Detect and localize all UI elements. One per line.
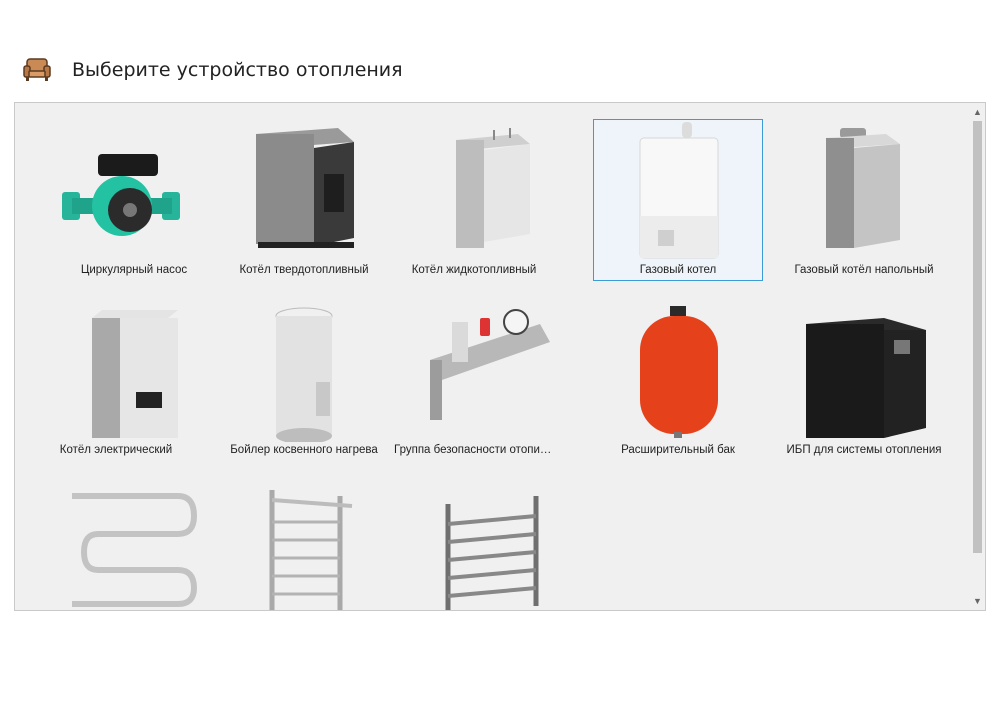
device-tile-serpentine-towel-rail[interactable] [49, 479, 219, 610]
device-tile-ups[interactable]: ИБП для системы отопления [779, 299, 949, 461]
device-label: ИБП для системы отопления [786, 444, 942, 456]
electric-boiler-icon [92, 310, 178, 438]
water-heater-icon [275, 307, 333, 442]
device-label: Газовый котёл напольный [794, 264, 934, 276]
device-label: Группа безопасности отопите... [394, 444, 558, 456]
device-tile-ladder-towel-rail[interactable] [219, 479, 389, 610]
scroll-up-button[interactable]: ▲ [973, 107, 982, 117]
device-label: Котёл жидкотопливный [411, 264, 537, 276]
liquid-fuel-boiler-icon [456, 128, 530, 248]
device-label: Котёл электрический [59, 444, 173, 456]
device-label: Газовый котел [639, 264, 717, 276]
device-tile-electric-boiler[interactable]: Котёл электрический [31, 299, 201, 461]
device-tile-circulation-pump[interactable]: Циркулярный насос [49, 119, 219, 281]
ups-icon [806, 318, 926, 438]
device-tile-ladder-towel-rail-dark[interactable] [389, 479, 559, 610]
header: Выберите устройство отопления [22, 52, 403, 88]
device-tile-safety-group[interactable]: Группа безопасности отопите... [389, 299, 559, 461]
device-label: Бойлер косвенного нагрева [230, 444, 378, 456]
device-tile-water-heater[interactable]: Бойлер косвенного нагрева [219, 299, 389, 461]
serpentine-towel-rail-icon [72, 493, 198, 607]
device-label: Расширительный бак [621, 444, 735, 456]
page-title: Выберите устройство отопления [72, 59, 403, 81]
vertical-scrollbar[interactable]: ▲ ▼ [970, 103, 985, 610]
scroll-down-button[interactable]: ▼ [973, 596, 982, 606]
ladder-towel-rail-dark-icon [445, 496, 539, 610]
device-tile-gas-boiler[interactable]: Газовый котел [593, 119, 763, 281]
armchair-icon [23, 58, 51, 81]
gas-boiler-icon [639, 122, 719, 259]
device-label: Котёл твердотопливный [239, 264, 369, 276]
device-label: Циркулярный насос [80, 264, 188, 276]
circulation-pump-icon [62, 154, 180, 236]
scrollbar-thumb[interactable] [973, 121, 982, 553]
safety-group-icon [430, 309, 550, 420]
ladder-towel-rail-icon [269, 490, 353, 610]
device-grid: Циркулярный насос Котёл твердотопливный [15, 103, 970, 610]
device-tile-expansion-tank[interactable]: Расширительный бак [593, 299, 763, 461]
device-gallery[interactable]: Циркулярный насос Котёл твердотопливный [14, 102, 986, 611]
floor-gas-boiler-icon [826, 128, 900, 248]
device-tile-floor-gas-boiler[interactable]: Газовый котёл напольный [779, 119, 949, 281]
device-tile-liquid-fuel-boiler[interactable]: Котёл жидкотопливный [389, 119, 559, 281]
solid-fuel-boiler-icon [256, 128, 354, 248]
expansion-tank-icon [640, 306, 718, 438]
device-tile-solid-fuel-boiler[interactable]: Котёл твердотопливный [219, 119, 389, 281]
